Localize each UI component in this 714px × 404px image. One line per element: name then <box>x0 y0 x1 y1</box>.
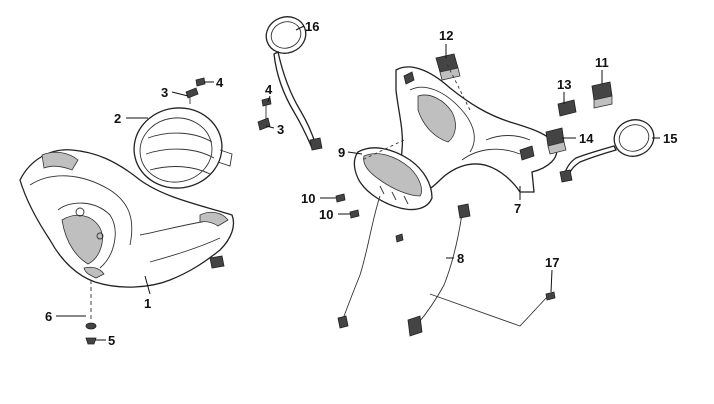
callout-5: 5 <box>108 333 115 348</box>
handlebar-switches <box>435 53 613 155</box>
callout-8: 8 <box>457 251 464 266</box>
callout-9: 9 <box>338 145 345 160</box>
callout-4b: 4 <box>265 82 273 97</box>
small-bolts <box>335 193 556 301</box>
callout-14: 14 <box>579 131 594 146</box>
callout-2: 2 <box>114 111 121 126</box>
callout-3a: 3 <box>161 85 168 100</box>
callout-15: 15 <box>663 131 677 146</box>
meter-cables <box>337 195 549 337</box>
callout-labels: 1 2 3 3 4 4 5 6 7 8 9 10 10 11 12 13 14 … <box>45 19 677 348</box>
right-mirror <box>559 119 655 183</box>
callout-12: 12 <box>439 28 453 43</box>
leader-lines <box>56 25 660 341</box>
callout-1: 1 <box>144 296 151 311</box>
callout-10b: 10 <box>319 207 333 222</box>
callout-11: 11 <box>595 55 609 70</box>
left-mirror <box>265 16 323 151</box>
bottom-screws <box>85 280 97 345</box>
rear-handlebar-cover <box>395 66 558 196</box>
assembly-guides <box>361 61 471 161</box>
headlight-unit <box>133 107 233 189</box>
callout-13: 13 <box>557 77 571 92</box>
front-handlebar-cover <box>19 149 235 288</box>
callout-16: 16 <box>305 19 319 34</box>
callout-6: 6 <box>45 309 52 324</box>
callout-3b: 3 <box>277 122 284 137</box>
callout-7: 7 <box>514 201 521 216</box>
speedometer <box>353 147 433 211</box>
callout-10a: 10 <box>301 191 315 206</box>
callout-4a: 4 <box>216 75 224 90</box>
callout-17: 17 <box>545 255 559 270</box>
